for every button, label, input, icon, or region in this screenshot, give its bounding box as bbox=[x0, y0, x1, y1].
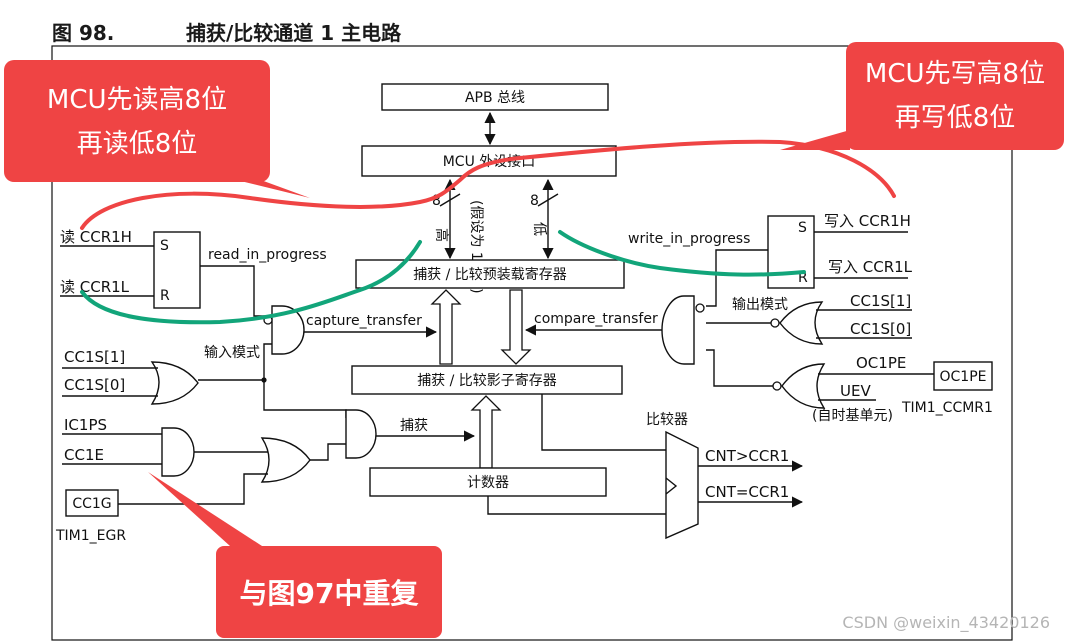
comparator-label: 比较器 bbox=[646, 412, 688, 428]
comparator-block bbox=[665, 430, 699, 540]
cnt-gt-label: CNT>CCR1 bbox=[705, 447, 789, 465]
read-callout-box bbox=[4, 60, 270, 182]
counter-label: 计数器 bbox=[467, 475, 509, 491]
output-mode-nor-gate bbox=[779, 301, 824, 345]
capture-and-gate bbox=[271, 305, 305, 355]
cc1s0-right-label: CC1S[0] bbox=[850, 320, 911, 338]
output-mode-label: 输出模式 bbox=[732, 297, 788, 313]
write-note-line2: 再写低8位 bbox=[895, 103, 1016, 133]
capture-hollow-arrow bbox=[430, 289, 462, 365]
read-latch-s: S bbox=[160, 238, 169, 254]
cc1g-label: CC1G bbox=[72, 496, 111, 512]
oc1pe-bubble bbox=[772, 381, 782, 391]
ic1ps-and-gate bbox=[161, 427, 195, 477]
read-sr-latch bbox=[153, 231, 201, 309]
cc1g-box bbox=[65, 489, 119, 517]
compare-hollow-arrow bbox=[500, 289, 532, 365]
shadow-register-block bbox=[351, 365, 623, 395]
uev-label: UEV bbox=[840, 382, 871, 400]
cnt-eq-label: CNT=CCR1 bbox=[705, 483, 789, 501]
read-ccr1h-label: 读 CCR1H bbox=[60, 228, 132, 246]
cc1e-label: CC1E bbox=[64, 446, 104, 464]
write-in-progress-wire bbox=[706, 249, 768, 307]
low-bus-slash bbox=[537, 193, 559, 207]
compare-transfer-label: compare_transfer bbox=[534, 311, 658, 327]
input-mode-label-1: 输入模式 bbox=[204, 345, 260, 361]
capture-transfer-label: capture_transfer bbox=[306, 313, 422, 329]
timebase-label: (自时基单元) bbox=[812, 407, 893, 424]
capture-final-and-gate bbox=[345, 409, 377, 459]
cc1s1-right-label: CC1S[1] bbox=[850, 292, 911, 310]
write-in-progress-label: write_in_progress bbox=[628, 231, 750, 247]
high-bus-slash bbox=[439, 193, 461, 207]
write-latch-s: S bbox=[798, 220, 807, 236]
shadow-register-label: 捕获 / 比较影子寄存器 bbox=[417, 372, 557, 389]
cc1s1-left-label: CC1S[1] bbox=[64, 348, 125, 366]
write-callout-pointer bbox=[780, 130, 850, 150]
oc1pe-box bbox=[933, 361, 993, 391]
read-in-progress-label: read_in_progress bbox=[208, 247, 327, 263]
cc1s0-left-label: CC1S[0] bbox=[64, 376, 125, 394]
compare-and-gate bbox=[661, 295, 695, 365]
repeat-callout-box bbox=[216, 546, 442, 638]
write-ccr1h-label: 写入 CCR1H bbox=[824, 212, 911, 230]
ic1ps-label: IC1PS bbox=[64, 416, 107, 434]
watermark: CSDN @weixin_43420126 bbox=[842, 613, 1050, 633]
input-mode-or-gate bbox=[150, 361, 199, 405]
write-order-callout: MCU先写高8位 再写低8位 bbox=[780, 42, 1064, 150]
high-byte-label: 高 bbox=[433, 228, 450, 242]
low-byte-label: 低 bbox=[531, 222, 547, 236]
compare-inverter-bubble bbox=[695, 303, 705, 313]
red-read-write-scribble bbox=[80, 139, 896, 230]
read-ccr1l-label: 读 CCR1L bbox=[60, 278, 130, 296]
cc1g-to-or-wire bbox=[186, 473, 268, 505]
comparator-clock-mark bbox=[665, 477, 678, 495]
figure-number: 图 98. bbox=[52, 21, 114, 45]
counter-hollow-arrow bbox=[470, 395, 502, 469]
read-order-callout: MCU先读高8位 再读低8位 bbox=[4, 60, 310, 198]
green-read-scribble bbox=[80, 240, 422, 325]
preload-register-label: 捕获 / 比较预装载寄存器 bbox=[413, 266, 567, 283]
capture-or-gate bbox=[260, 437, 311, 483]
write-ccr1l-label: 写入 CCR1L bbox=[828, 258, 913, 276]
oc1pe-nor-gate bbox=[781, 363, 826, 409]
figure-title: 捕获/比较通道 1 主电路 bbox=[186, 21, 402, 45]
repeat-callout: 与图97中重复 bbox=[148, 472, 442, 638]
diagram-frame bbox=[51, 45, 1013, 641]
green-write-scribble bbox=[558, 230, 806, 277]
capture-label: 捕获 bbox=[400, 418, 428, 434]
repeat-note: 与图97中重复 bbox=[240, 577, 419, 610]
high-bus-width: 8 bbox=[432, 193, 441, 209]
read-in-progress-wire bbox=[200, 265, 266, 317]
counter-block bbox=[369, 467, 607, 497]
read-note-line2: 再读低8位 bbox=[77, 129, 198, 159]
counter-to-comparator-wire bbox=[487, 496, 666, 515]
input-mode-wire bbox=[198, 343, 272, 381]
write-callout-box bbox=[846, 42, 1064, 150]
tim1-egr-label: TIM1_EGR bbox=[55, 528, 126, 544]
oc1pe-signal-label: OC1PE bbox=[856, 354, 906, 372]
oc1pe-to-and-wire bbox=[706, 349, 773, 387]
shadow-to-comparator-wire bbox=[541, 394, 666, 451]
oc1pe-box-label: OC1PE bbox=[940, 369, 987, 385]
repeat-callout-pointer bbox=[148, 472, 262, 546]
read-note-line1: MCU先读高8位 bbox=[47, 85, 227, 115]
output-mode-bubble bbox=[770, 318, 780, 328]
read-latch-r: R bbox=[160, 288, 170, 304]
write-latch-r: R bbox=[798, 270, 808, 286]
write-note-line1: MCU先写高8位 bbox=[865, 59, 1045, 89]
apb-bus-label: APB 总线 bbox=[465, 90, 525, 106]
low-bus-width: 8 bbox=[530, 193, 539, 209]
input-mode-to-capture-wire bbox=[263, 380, 347, 418]
apb-bus-block bbox=[381, 83, 609, 111]
or-to-capture-and-wire bbox=[310, 443, 348, 461]
tim1-ccmr1-label: TIM1_CCMR1 bbox=[901, 400, 993, 416]
write-sr-latch bbox=[767, 215, 815, 289]
